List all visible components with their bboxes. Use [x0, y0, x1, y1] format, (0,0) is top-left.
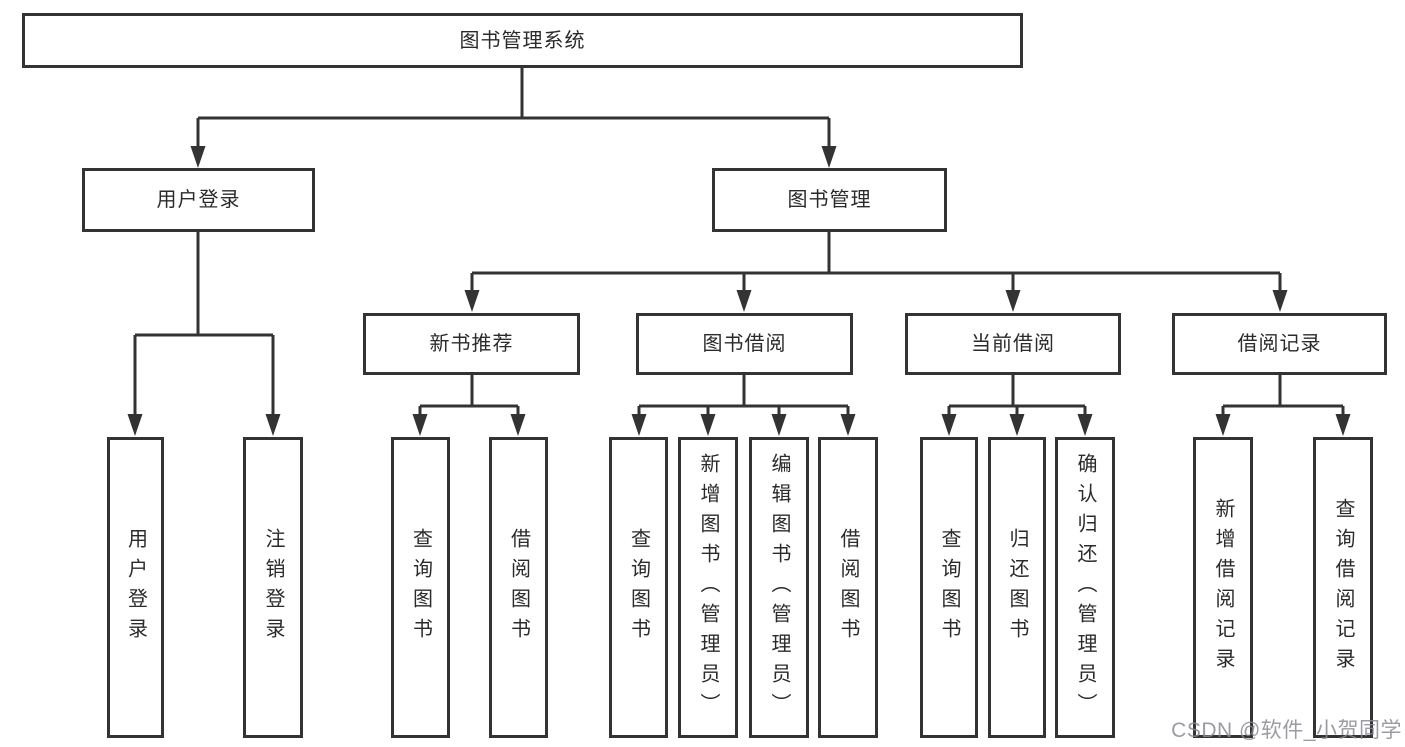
node-current-borrow-label: 当前借阅 — [971, 333, 1055, 355]
leaf-current-query-books: 查询图书 — [920, 437, 978, 738]
leaf-return-books: 归还图书 — [988, 437, 1046, 738]
node-current-borrow: 当前借阅 — [905, 313, 1121, 375]
node-library-system: 图书管理系统 — [22, 13, 1023, 68]
leaf-current-query-books-label: 查询图书 — [938, 527, 960, 648]
leaf-add-book-admin: 新增图书（管理员） — [678, 437, 738, 738]
node-new-book-recommend: 新书推荐 — [363, 313, 580, 375]
leaf-borrow-books-label: 借阅图书 — [837, 527, 859, 648]
leaf-borrow-query-books: 查询图书 — [609, 437, 668, 738]
leaf-logout-label: 注销登录 — [262, 527, 284, 648]
csdn-watermark: CSDN @软件_小贺同学 — [1171, 719, 1402, 742]
leaf-recommend-query-books: 查询图书 — [391, 437, 450, 738]
leaf-add-book-admin-label: 新增图书（管理员） — [697, 452, 719, 723]
node-book-borrow-label: 图书借阅 — [702, 333, 787, 355]
leaf-confirm-return-admin: 确认归还（管理员） — [1055, 437, 1115, 738]
leaf-edit-book-admin-label: 编辑图书（管理员） — [768, 452, 790, 723]
leaf-user-login: 用户登录 — [107, 437, 164, 738]
arrowheads — [127, 146, 1351, 436]
leaf-add-borrow-record-label: 新增借阅记录 — [1212, 497, 1234, 678]
node-book-management: 图书管理 — [712, 168, 947, 232]
leaf-recommend-borrow-books-label: 借阅图书 — [507, 527, 530, 648]
node-book-borrow: 图书借阅 — [636, 313, 853, 375]
leaf-borrow-query-books-label: 查询图书 — [627, 527, 650, 648]
leaf-borrow-books: 借阅图书 — [818, 437, 878, 738]
node-user-login-label: 用户登录 — [156, 189, 241, 211]
leaf-edit-book-admin: 编辑图书（管理员） — [749, 437, 809, 738]
leaf-logout: 注销登录 — [243, 437, 303, 738]
node-new-book-recommend-label: 新书推荐 — [429, 333, 514, 355]
leaf-query-borrow-record: 查询借阅记录 — [1313, 437, 1373, 738]
leaf-add-borrow-record: 新增借阅记录 — [1193, 437, 1253, 738]
leaf-return-books-label: 归还图书 — [1006, 527, 1028, 648]
leaf-user-login-label: 用户登录 — [124, 527, 147, 648]
node-book-management-label: 图书管理 — [787, 189, 872, 211]
node-borrow-records: 借阅记录 — [1172, 313, 1387, 375]
leaf-confirm-return-admin-label: 确认归还（管理员） — [1074, 452, 1096, 723]
leaf-recommend-borrow-books: 借阅图书 — [489, 437, 548, 738]
node-user-login: 用户登录 — [82, 168, 315, 232]
node-borrow-records-label: 借阅记录 — [1237, 333, 1322, 355]
node-library-system-label: 图书管理系统 — [459, 29, 586, 52]
leaf-query-borrow-record-label: 查询借阅记录 — [1332, 497, 1354, 678]
leaf-recommend-query-books-label: 查询图书 — [409, 527, 432, 648]
